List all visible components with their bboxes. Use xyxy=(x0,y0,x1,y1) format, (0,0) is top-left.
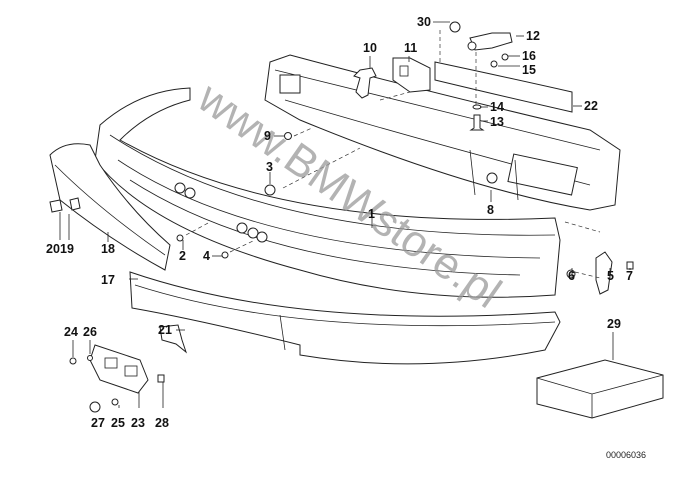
label-29[interactable]: 29 xyxy=(607,317,621,331)
assembly-line xyxy=(574,271,601,279)
impact-strip-part[interactable] xyxy=(434,61,573,113)
label-21[interactable]: 21 xyxy=(158,323,172,337)
label-23[interactable]: 23 xyxy=(131,416,145,430)
bracket-10-part[interactable] xyxy=(353,67,377,99)
label-7[interactable]: 7 xyxy=(626,269,633,283)
cover-21-part[interactable] xyxy=(159,324,188,354)
clip-7-part[interactable] xyxy=(626,261,634,270)
screw-9-part[interactable] xyxy=(284,132,292,140)
label-10[interactable]: 10 xyxy=(363,41,377,55)
plate-bracket-23-part[interactable] xyxy=(89,344,149,394)
bracket-11-part[interactable] xyxy=(392,57,431,93)
leader-lines xyxy=(59,21,631,408)
assembly-line xyxy=(564,221,601,233)
screw-25-part[interactable] xyxy=(111,398,119,406)
label-13[interactable]: 13 xyxy=(490,115,504,129)
label-30[interactable]: 30 xyxy=(417,15,431,29)
label-4[interactable]: 4 xyxy=(203,249,210,263)
label-26[interactable]: 26 xyxy=(83,325,97,339)
label-27[interactable]: 27 xyxy=(91,416,105,430)
part-12[interactable] xyxy=(467,32,513,51)
clip-2-part[interactable] xyxy=(176,234,184,242)
cap-27-part[interactable] xyxy=(89,401,101,413)
label-5[interactable]: 5 xyxy=(607,269,614,283)
nut-4-part[interactable] xyxy=(221,251,229,259)
label-25[interactable]: 25 xyxy=(111,416,125,430)
assembly-line xyxy=(293,127,313,137)
kit-box-29-part[interactable] xyxy=(536,359,664,419)
label-9[interactable]: 9 xyxy=(264,129,271,143)
label-1[interactable]: 1 xyxy=(368,207,375,221)
part-20[interactable] xyxy=(49,199,63,213)
side-trim-18-part[interactable] xyxy=(49,143,171,271)
nut-30-part[interactable] xyxy=(449,21,461,33)
washer-3-part[interactable] xyxy=(264,184,276,196)
label-18[interactable]: 18 xyxy=(101,242,115,256)
label-14[interactable]: 14 xyxy=(490,100,504,114)
clip-28-part[interactable] xyxy=(157,374,165,383)
assembly-line xyxy=(185,221,211,236)
label-17[interactable]: 17 xyxy=(101,273,115,287)
bracket-5-part[interactable] xyxy=(595,251,613,295)
assembly-line xyxy=(229,239,256,253)
washer-26-part[interactable] xyxy=(87,355,93,361)
label-20[interactable]: 20 xyxy=(46,242,60,256)
label-15[interactable]: 15 xyxy=(522,63,536,77)
drawing-code: 00006036 xyxy=(606,450,646,460)
label-22[interactable]: 22 xyxy=(584,99,598,113)
label-3[interactable]: 3 xyxy=(266,160,273,174)
fasteners-13-16[interactable] xyxy=(469,53,509,131)
part-19[interactable] xyxy=(69,197,81,211)
label-6[interactable]: 6 xyxy=(568,269,575,283)
label-12[interactable]: 12 xyxy=(526,29,540,43)
label-16[interactable]: 16 xyxy=(522,49,536,63)
label-24[interactable]: 24 xyxy=(64,325,78,339)
bumper-cover-part[interactable] xyxy=(94,87,561,298)
assembly-line xyxy=(379,91,411,101)
label-2[interactable]: 2 xyxy=(179,249,186,263)
label-11[interactable]: 11 xyxy=(404,41,417,55)
label-19[interactable]: 19 xyxy=(60,242,74,256)
screw-24-part[interactable] xyxy=(69,357,77,365)
lower-strip-17-part[interactable] xyxy=(129,271,561,365)
nut-6-part[interactable] xyxy=(566,269,576,279)
bumper-carrier-part[interactable] xyxy=(264,54,621,211)
label-28[interactable]: 28 xyxy=(155,416,169,430)
assembly-line xyxy=(282,147,361,189)
label-8[interactable]: 8 xyxy=(487,203,494,217)
